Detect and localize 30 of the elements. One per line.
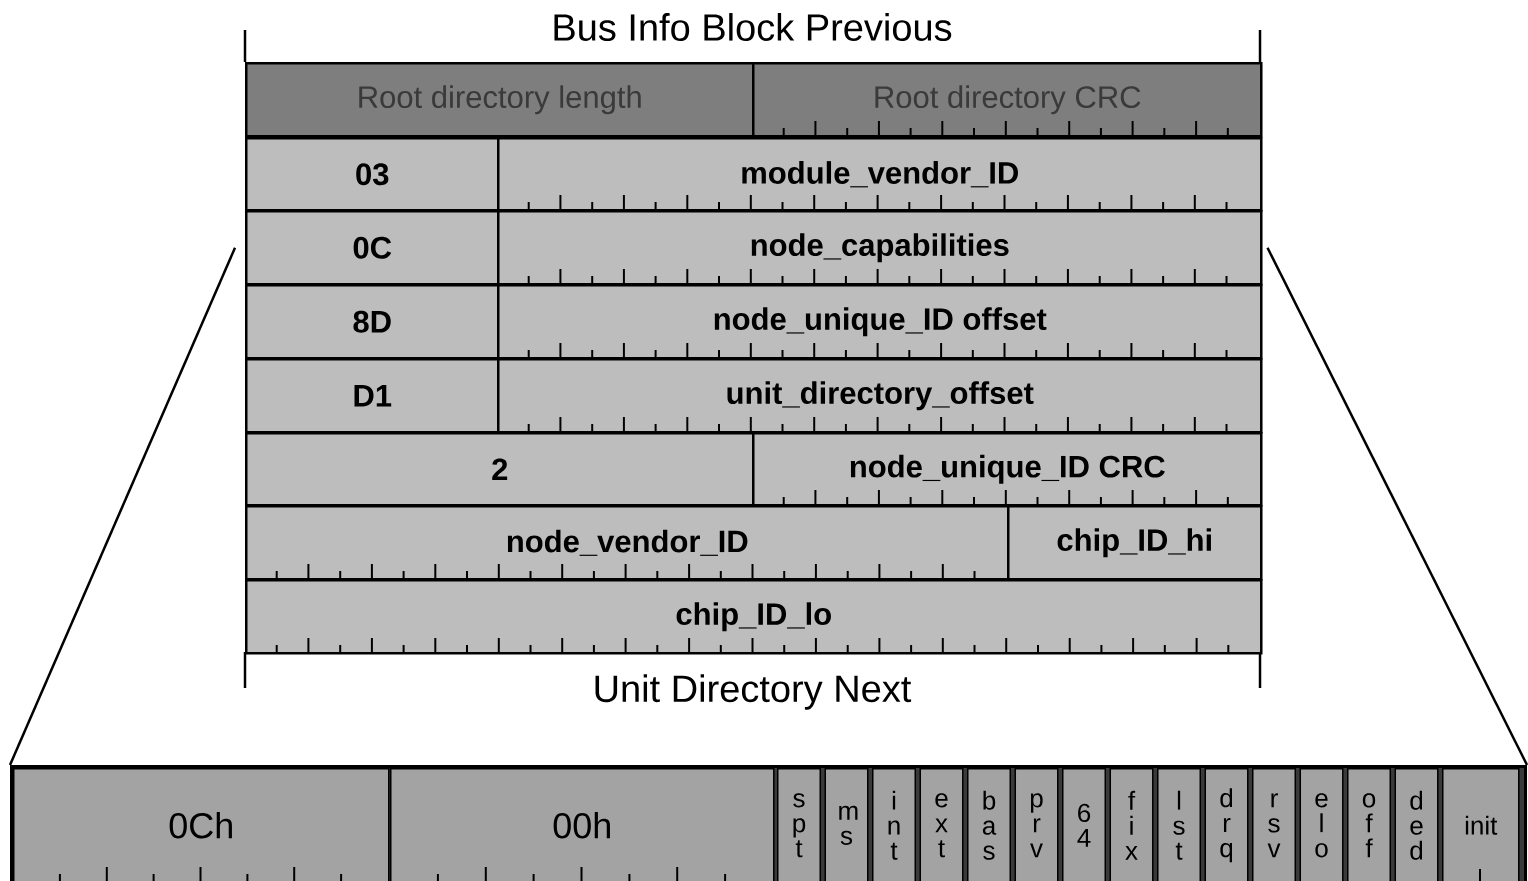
flag-cell: l s t [1157,768,1201,881]
flag-cell: 6 4 [1062,768,1106,881]
zoom-line [8,247,237,766]
field-cell: node_unique_ID CRC [752,432,1263,507]
flag-cell: e l o [1299,768,1344,881]
zoom-line [1266,247,1528,766]
field-cell: 2 [245,432,755,507]
field-cell: 8D [245,284,500,360]
field-cell: 00h [390,768,775,881]
field-cell: 03 [245,137,500,212]
section-label: Bus Info Block Previous [554,13,952,41]
flag-cell: d e d [1394,768,1439,881]
field-cell: 0C [245,210,500,286]
flag-cell: o f f [1347,768,1391,881]
flag-cell: e x t [919,768,964,881]
flag-cell: f i x [1109,768,1154,881]
section-label: Unit Directory Next [595,674,912,710]
field-cell: 0Ch [13,768,390,881]
flag-cell: init [1442,768,1520,881]
flag-cell: d r q [1204,768,1249,881]
flag-cell: i n t [872,768,916,881]
flag-cell: s p t [777,768,821,881]
flag-cell: m s [824,768,869,881]
flag-cell: b a s [967,768,1011,881]
flag-cell: r s v [1252,768,1296,881]
field-cell: chip_ID_hi [1007,505,1263,581]
field-cell: D1 [245,358,500,434]
field-cell: Root directory CRC [752,62,1263,138]
field-cell: Root directory length [245,62,755,138]
flag-cell: p r v [1014,768,1059,881]
